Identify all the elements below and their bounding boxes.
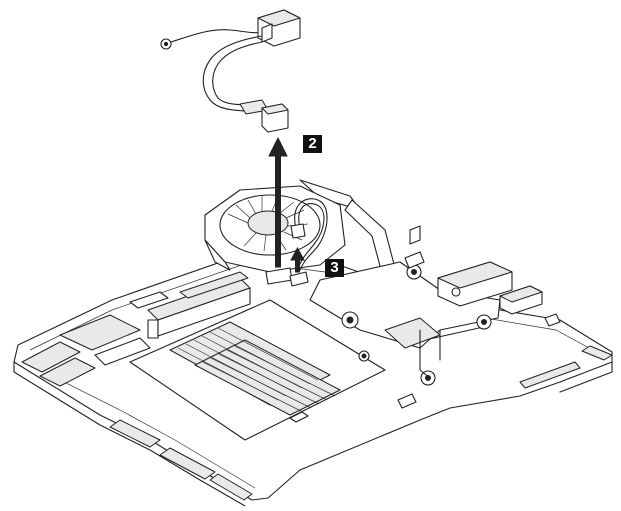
usb-connector — [499, 285, 543, 315]
edge-connector-left — [21, 341, 96, 387]
screw — [358, 350, 370, 362]
step-callout-3: 3 — [325, 259, 344, 277]
edge-connector-right — [519, 345, 613, 389]
step-callout-2: 2 — [303, 135, 322, 153]
edge-connector-bottom — [109, 419, 253, 501]
board-connector-right — [397, 225, 561, 409]
screw — [341, 311, 359, 329]
arrow-up-icon — [268, 136, 288, 268]
heat-sink-assembly — [299, 179, 501, 386]
dc-in-cable-assembly — [160, 9, 301, 133]
memory-slots — [129, 299, 386, 441]
dc-in-connector — [437, 261, 513, 307]
arrow-up-icon — [290, 246, 305, 273]
screw — [420, 370, 436, 386]
fan-cable — [289, 198, 328, 287]
screw — [476, 314, 492, 330]
card-slot-left — [59, 271, 251, 366]
